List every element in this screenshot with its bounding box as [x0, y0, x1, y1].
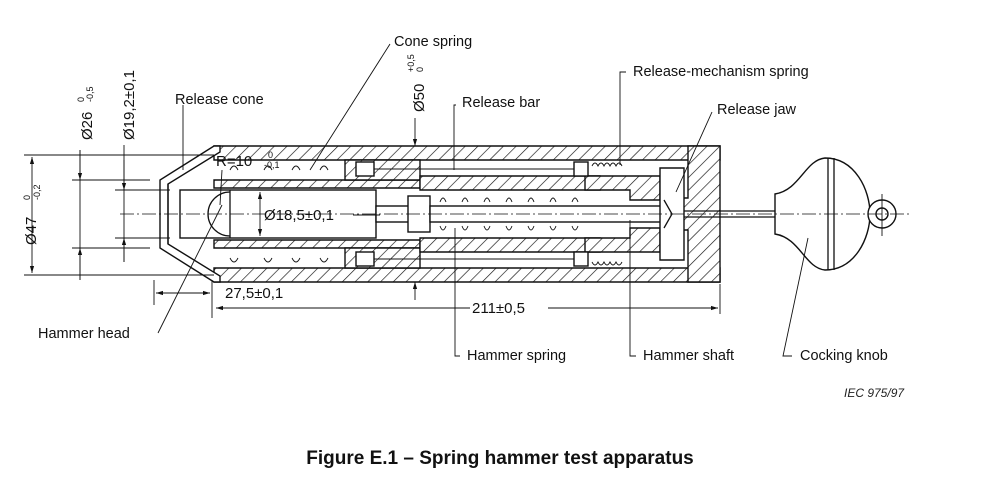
label-hammer-spring: Hammer spring — [467, 348, 566, 364]
figure-reference: IEC 975/97 — [844, 386, 905, 400]
l211-label: 211±0,5 — [472, 300, 525, 317]
callout-release-jaw: Release jaw — [675, 102, 797, 193]
label-release-jaw: Release jaw — [717, 102, 797, 118]
d47-tol-upper: 0 — [22, 195, 32, 200]
d26-tol-lower: -0,5 — [85, 86, 95, 102]
label-release-bar: Release bar — [462, 95, 540, 111]
release-bars — [355, 161, 589, 267]
label-cocking-knob: Cocking knob — [800, 348, 888, 364]
callout-release-cone: Release cone — [175, 92, 264, 170]
l27-5-label: 27,5±0,1 — [225, 285, 283, 302]
label-cone-spring: Cone spring — [394, 34, 472, 50]
dimension-d26: Ø26 0 -0,5 — [72, 86, 150, 280]
d47-tol-lower: -0,2 — [32, 184, 42, 200]
d50-tol-upper: +0,5 — [406, 54, 416, 72]
label-hammer-head: Hammer head — [38, 326, 130, 342]
d19-2-label: Ø19,2±0,1 — [121, 70, 138, 140]
dimension-d19-2: Ø19,2±0,1 — [115, 70, 170, 262]
label-hammer-shaft: Hammer shaft — [643, 348, 734, 364]
d18-5-label: Ø18,5±0,1 — [264, 207, 334, 224]
callout-cone-spring: Cone spring — [309, 34, 472, 171]
d50-label: Ø50 — [411, 84, 428, 112]
dimension-d50: Ø50 +0,5 0 — [406, 54, 428, 300]
release-mechanism-springs — [591, 162, 623, 266]
r10-label: R=10 — [216, 153, 252, 170]
callout-hammer-shaft: Hammer shaft — [629, 220, 734, 364]
callout-release-mechanism-spring: Release-mechanism spring — [619, 64, 809, 165]
d50-tol-lower: 0 — [415, 67, 425, 72]
d47-label: Ø47 — [23, 217, 40, 245]
dimension-d47: Ø47 0 -0,2 — [22, 154, 214, 276]
dimension-r10: R=10 0 -0,1 — [216, 150, 280, 206]
d26-label: Ø26 — [79, 112, 96, 140]
cone-springs — [229, 165, 329, 263]
label-release-cone: Release cone — [175, 92, 264, 108]
callout-release-bar: Release bar — [453, 95, 540, 170]
d26-tol-upper: 0 — [76, 97, 86, 102]
label-release-mechanism-spring: Release-mechanism spring — [633, 64, 809, 80]
dimension-l27-5: 27,5±0,1 — [153, 280, 283, 318]
r10-tol-lower: -0,1 — [264, 160, 280, 170]
figure-caption: Figure E.1 – Spring hammer test apparatu… — [306, 448, 694, 469]
r10-tol-upper: 0 — [268, 150, 273, 160]
callout-hammer-head: Hammer head — [38, 204, 223, 342]
callout-cocking-knob: Cocking knob — [782, 237, 888, 364]
dimension-d18-5: Ø18,5±0,1 — [257, 192, 380, 236]
dimension-l211: 211±0,5 — [216, 284, 721, 317]
hammer-spring — [439, 197, 579, 231]
callout-hammer-spring: Hammer spring — [454, 228, 566, 364]
